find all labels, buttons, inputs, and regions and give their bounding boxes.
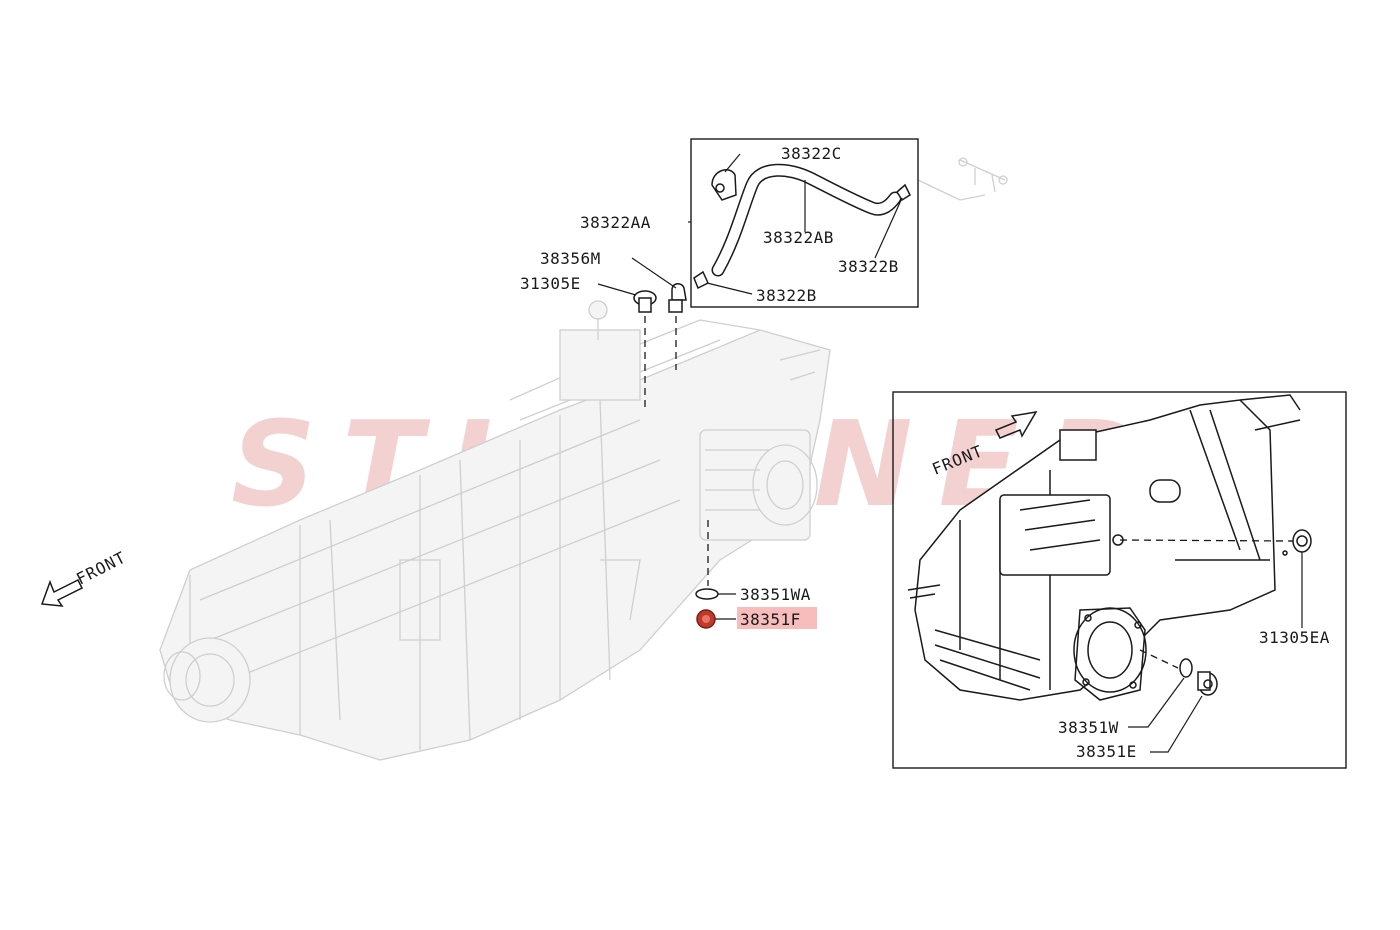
hose-bracket xyxy=(711,169,737,201)
linkage-ghost xyxy=(917,157,1008,201)
hose-clip-left xyxy=(693,270,709,290)
part-highlight-box xyxy=(737,607,817,629)
gasket xyxy=(695,588,719,600)
breather-fitting xyxy=(668,283,687,313)
plug-top xyxy=(633,290,657,313)
label-38351E[interactable]: 38351E xyxy=(1076,742,1137,761)
front-arrow-main: FRONT xyxy=(40,547,129,607)
label-38322AB[interactable]: 38322AB xyxy=(763,228,834,247)
label-38351WA[interactable]: 38351WA xyxy=(740,585,811,604)
label-38351F[interactable]: 38351F xyxy=(740,610,801,629)
hose-detail-box xyxy=(690,138,919,308)
label-38351W[interactable]: 38351W xyxy=(1058,718,1119,737)
breather-hose xyxy=(711,163,902,277)
label-38322B-right[interactable]: 38322B xyxy=(838,257,899,276)
drain-plug-highlighted xyxy=(696,609,716,629)
label-31305E[interactable]: 31305E xyxy=(520,274,581,293)
label-38322B-left[interactable]: 38322B xyxy=(756,286,817,305)
transmission-ghost xyxy=(159,300,831,761)
inset-drain-plug xyxy=(1197,671,1218,696)
label-38322AA[interactable]: 38322AA xyxy=(580,213,651,232)
inset-transmission xyxy=(907,394,1301,701)
label-38356M[interactable]: 38356M xyxy=(540,249,601,268)
inset-detail-box xyxy=(892,391,1347,769)
inset-washer xyxy=(1179,658,1193,678)
label-31305EA[interactable]: 31305EA xyxy=(1259,628,1330,647)
label-38322C[interactable]: 38322C xyxy=(781,144,842,163)
hose-clip-right xyxy=(896,183,911,202)
front-label-main: FRONT xyxy=(73,547,129,588)
inset-plug-side xyxy=(1290,529,1312,553)
